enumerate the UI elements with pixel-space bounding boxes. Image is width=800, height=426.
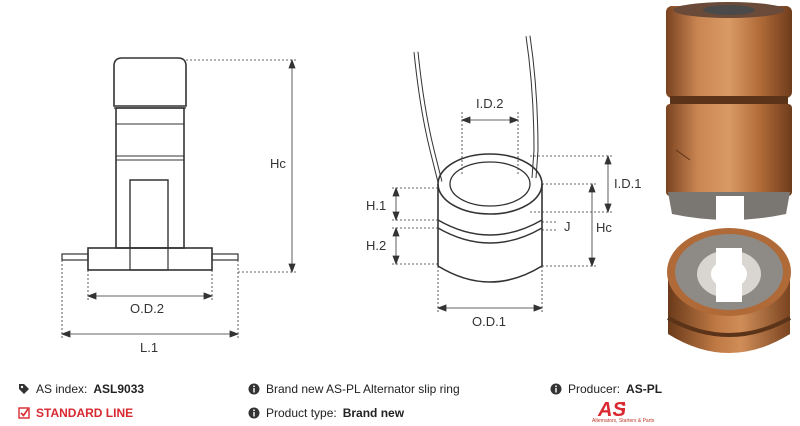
dim-label-l1: L.1 <box>140 340 158 355</box>
dim-label-h2: H.2 <box>366 238 386 253</box>
as-index-label: AS index: <box>36 382 88 396</box>
as-index-value: ASL9033 <box>93 382 145 396</box>
perspective-drawing <box>413 35 543 283</box>
product-type-label: Product type: <box>266 406 337 420</box>
as-pl-logo: AS <box>597 399 626 421</box>
logo-tagline: Alternators, Starters & Parts <box>592 418 655 424</box>
logo-text: AS <box>597 399 626 421</box>
dim-label-id2: I.D.2 <box>476 96 503 111</box>
standard-line-label: STANDARD LINE <box>36 406 134 420</box>
dim-label-hc-right: Hc <box>596 220 612 235</box>
description-text: Brand new AS-PL Alternator slip ring <box>266 382 460 396</box>
producer-label: Producer: <box>568 382 621 396</box>
description-row: Brand new AS-PL Alternator slip ring <box>248 382 460 396</box>
product-photo-top <box>666 2 792 220</box>
producer-row: Producer: AS-PL <box>550 382 662 396</box>
product-type-row: Product type: Brand new <box>248 406 404 420</box>
product-photo-bottom <box>667 228 791 353</box>
info-icon <box>550 383 562 395</box>
dim-label-h1: H.1 <box>366 198 386 213</box>
dim-label-j: J <box>564 219 571 234</box>
side-view-dimensions <box>60 58 296 338</box>
dim-label-hc-left: Hc <box>270 156 286 171</box>
perspective-dimensions <box>392 112 612 312</box>
tag-icon <box>19 384 29 394</box>
as-index-row: AS index: ASL9033 <box>18 382 144 396</box>
producer-value: AS-PL <box>626 382 663 396</box>
standard-line-row: STANDARD LINE <box>18 406 133 420</box>
checkbox-icon <box>18 407 30 419</box>
side-view-drawing <box>61 57 239 271</box>
dim-label-id1: I.D.1 <box>614 176 641 191</box>
product-type-value: Brand new <box>342 406 405 420</box>
info-icon <box>248 407 260 419</box>
dim-label-od1: O.D.1 <box>472 314 506 329</box>
dim-label-od2: O.D.2 <box>130 301 164 316</box>
technical-drawings: Hc O.D.2 L.1 <box>60 2 792 355</box>
info-icon <box>248 383 260 395</box>
